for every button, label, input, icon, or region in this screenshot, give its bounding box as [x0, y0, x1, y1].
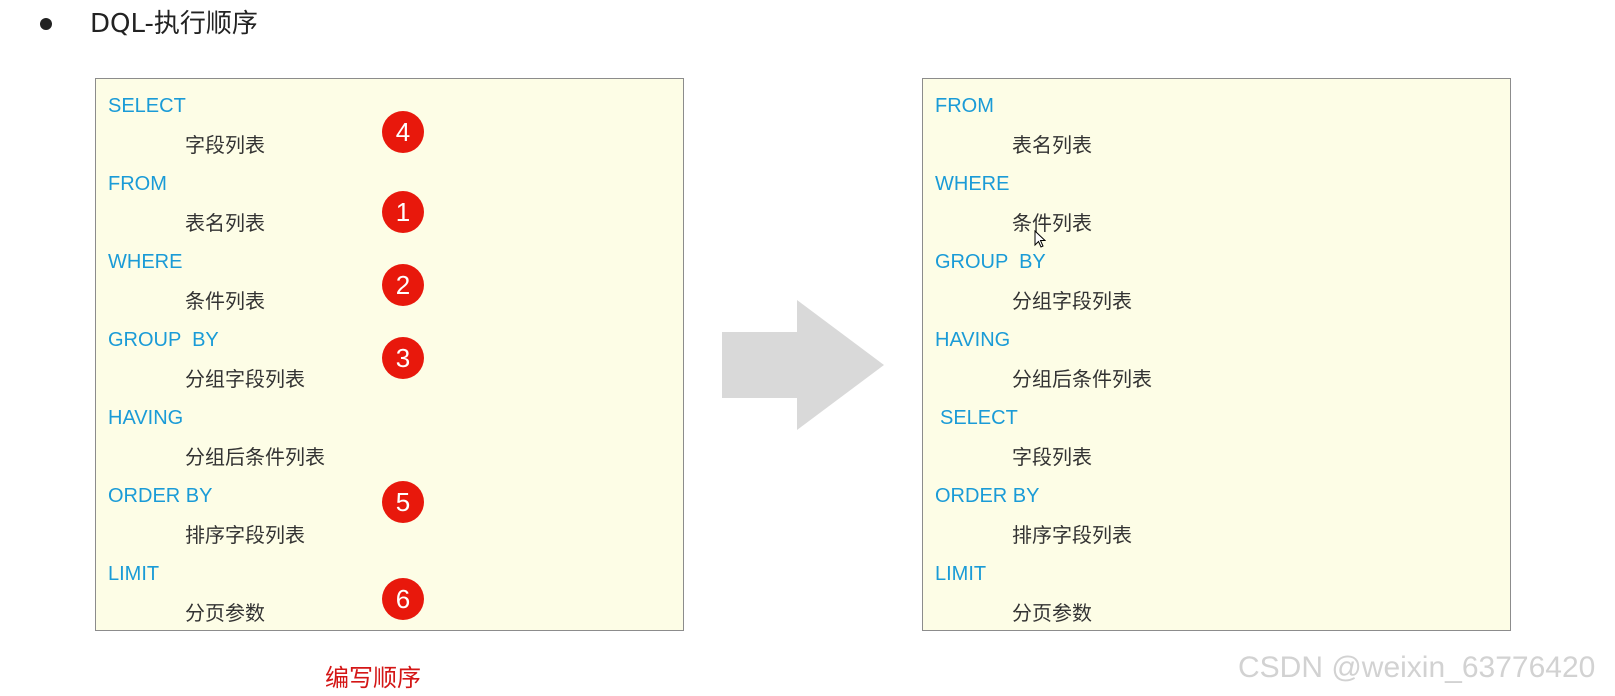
exec-keyword-order-by: ORDER BY	[935, 485, 1040, 507]
writing-keyword-select: SELECT	[108, 95, 186, 117]
exec-value-sort-field-list: 排序字段列表	[1012, 523, 1132, 547]
writing-value-table-list: 表名列表	[185, 211, 265, 235]
step-badge-limit: 6	[382, 578, 424, 620]
step-badge-order-by: 5	[382, 481, 424, 523]
writing-value-sort-field-list: 排序字段列表	[185, 523, 305, 547]
writing-value-paging-params: 分页参数	[185, 601, 265, 625]
exec-value-table-list: 表名列表	[1012, 133, 1092, 157]
exec-value-field-list: 字段列表	[1012, 445, 1092, 469]
execution-order-panel: FROM 表名列表 WHERE 条件列表 GROUP BY 分组字段列表 HAV…	[922, 78, 1511, 631]
right-arrow-icon	[722, 300, 884, 430]
exec-keyword-select: SELECT	[940, 407, 1018, 429]
step-badge-from: 1	[382, 191, 424, 233]
step-badge-where: 2	[382, 264, 424, 306]
exec-keyword-group-by: GROUP BY	[935, 251, 1046, 273]
writing-keyword-where: WHERE	[108, 251, 183, 273]
writing-keyword-group-by: GROUP BY	[108, 329, 219, 351]
exec-keyword-having: HAVING	[935, 329, 1011, 351]
exec-value-group-condition-list: 分组后条件列表	[1012, 367, 1152, 391]
watermark: CSDN @weixin_63776420	[1238, 651, 1596, 684]
writing-keyword-order-by: ORDER BY	[108, 485, 213, 507]
exec-value-group-field-list: 分组字段列表	[1012, 289, 1132, 313]
writing-value-group-condition-list: 分组后条件列表	[185, 445, 325, 469]
slide-title: DQL-执行顺序	[90, 9, 258, 39]
writing-value-group-field-list: 分组字段列表	[185, 367, 305, 391]
mouse-cursor-icon	[1034, 230, 1046, 248]
writing-value-condition-list: 条件列表	[185, 289, 265, 313]
writing-order-panel: SELECT 字段列表 4 FROM 表名列表 1 WHERE 条件列表 2 G…	[95, 78, 684, 631]
writing-keyword-limit: LIMIT	[108, 563, 160, 585]
writing-keyword-having: HAVING	[108, 407, 184, 429]
exec-value-condition-list: 条件列表	[1012, 211, 1092, 235]
exec-keyword-where: WHERE	[935, 173, 1010, 195]
exec-keyword-from: FROM	[935, 95, 994, 117]
writing-order-caption: 编写顺序	[325, 664, 421, 692]
step-badge-select: 4	[382, 111, 424, 153]
writing-value-field-list: 字段列表	[185, 133, 265, 157]
exec-value-paging-params: 分页参数	[1012, 601, 1092, 625]
step-badge-group-by: 3	[382, 337, 424, 379]
exec-keyword-limit: LIMIT	[935, 563, 987, 585]
writing-keyword-from: FROM	[108, 173, 167, 195]
bullet-dot-icon	[40, 18, 52, 30]
